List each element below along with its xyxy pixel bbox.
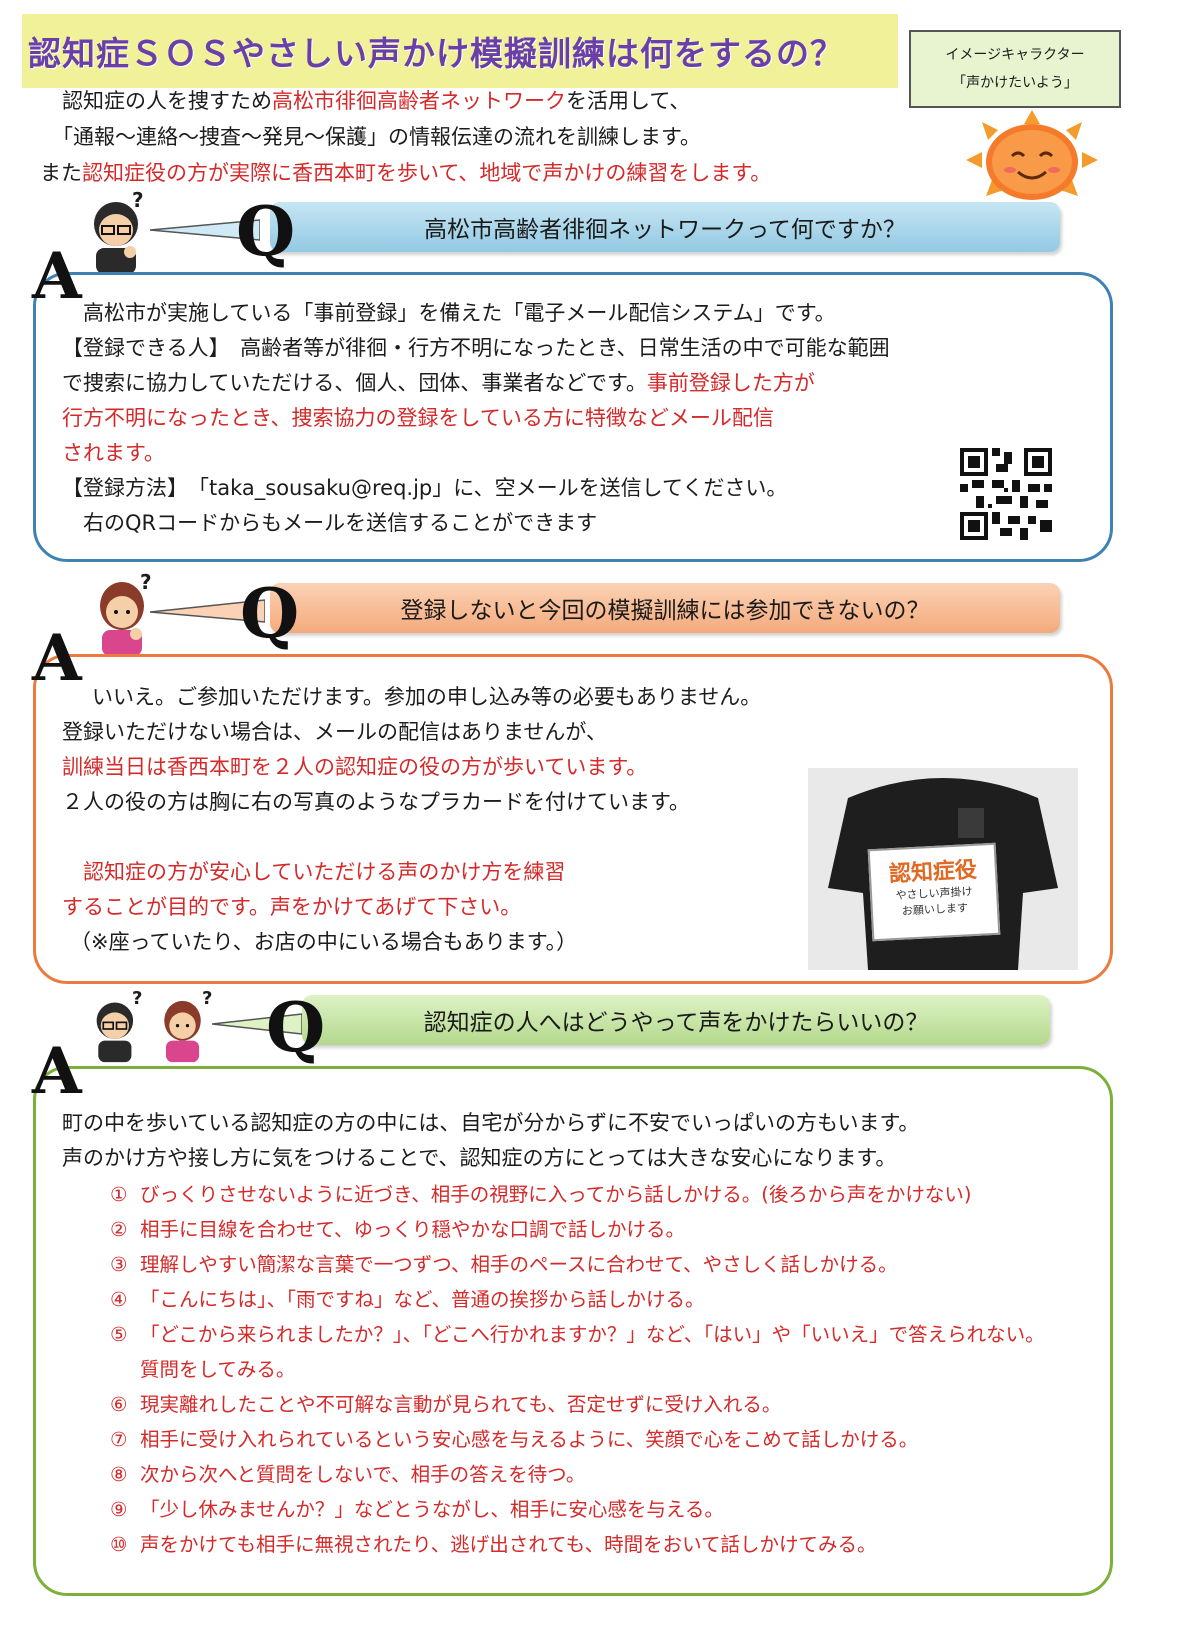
character-box: イメージキャラクター 「声かけたいよう」 bbox=[909, 30, 1121, 108]
q-letter: Q bbox=[240, 574, 300, 654]
tip-item: 質問をしてみる。 bbox=[110, 1355, 1045, 1390]
tip-item: ⑧ 次から次へと質問をしないで、相手の答えを待つ。 bbox=[110, 1460, 1045, 1495]
answer-3-line: 声のかけ方や接し方に気をつけることで、認知症の方にとっては大きな安心になります。 bbox=[62, 1146, 897, 1170]
tip-item: ⑨ 「少し休みませんか？」などとうながし、相手に安心感を与える。 bbox=[110, 1495, 1045, 1530]
intro-red-text: 高松市徘徊高齢者ネットワーク bbox=[272, 89, 566, 113]
title-banner: 認知症ＳＯＳやさしい声かけ模擬訓練は何をするの？ bbox=[22, 14, 898, 88]
a-letter: A bbox=[32, 621, 82, 696]
tip-text: 現実離れしたことや不可解な言動が見られても、否定せずに受け入れる。 bbox=[140, 1393, 782, 1416]
q-letter: Q bbox=[236, 192, 296, 272]
tip-item: ⑩ 声をかけても相手に無視されたり、逃げ出されても、時間をおいて話しかけてみる。 bbox=[110, 1530, 1045, 1565]
tip-text: 相手に目線を合わせて、ゆっくり穏やかな口調で話しかける。 bbox=[140, 1218, 686, 1241]
answer-2-line: することが目的です。声をかけてあげて下さい。 bbox=[62, 895, 522, 919]
speech-pointer bbox=[150, 219, 260, 241]
placard-title: 認知症役 bbox=[888, 857, 978, 888]
question-1-text: 高松市高齢者徘徊ネットワークって何ですか？ bbox=[424, 217, 906, 243]
tip-text: 「少し休みませんか？」などとうながし、相手に安心感を与える。 bbox=[140, 1498, 724, 1521]
tip-text: 相手に受け入れられているという安心感を与えるように、笑顔で心をこめて話しかける。 bbox=[140, 1428, 919, 1451]
question-mark: ? bbox=[132, 188, 144, 212]
qr-instruction-line: 右のQRコードからもメールを送信することができます bbox=[62, 511, 598, 535]
tip-number: ⑦ bbox=[110, 1428, 128, 1451]
question-1-bubble: 高松市高齢者徘徊ネットワークって何ですか？ bbox=[270, 202, 1060, 252]
tips-list: ① びっくりさせないように近づき、相手の視野に入ってから話しかける。(後ろから声を… bbox=[110, 1180, 1045, 1565]
answer-1-line: されます。 bbox=[62, 441, 165, 465]
tip-item: ② 相手に目線を合わせて、ゆっくり穏やかな口調で話しかける。 bbox=[110, 1215, 1045, 1250]
answer-text: で捜索に協力していただける、個人、団体、事業者などです。 bbox=[62, 371, 647, 395]
qr-code-icon[interactable] bbox=[960, 448, 1052, 540]
question-2-bubble: 登録しないと今回の模擬訓練には参加できないの？ bbox=[270, 583, 1060, 633]
answer-3-line: 町の中を歩いている認知症の方の中には、自宅が分からずに不安でいっぱいの方もいます… bbox=[62, 1111, 920, 1135]
page-title: 認知症ＳＯＳやさしい声かけ模擬訓練は何をするの？ bbox=[28, 34, 844, 73]
intro-text: また bbox=[40, 161, 82, 185]
tip-number: ⑧ bbox=[110, 1463, 128, 1486]
speech-pointer bbox=[150, 599, 265, 623]
answer-2-line: ２人の役の方は胸に右の写真のようなプラカードを付けています。 bbox=[62, 790, 690, 814]
a-letter: A bbox=[32, 1034, 82, 1109]
answer-red-text: 事前登録した方が bbox=[646, 371, 815, 395]
answer-1-line: 高松市が実施している「事前登録」を備えた「電子メール配信システム」です。 bbox=[62, 301, 836, 325]
intro-red-text: 認知症役の方が実際に香西本町を歩いて、地域で声かけの練習をします。 bbox=[82, 161, 772, 185]
question-mark: ? bbox=[140, 570, 152, 594]
intro-line-1: 認知症の人を捜すため高松市徘徊高齢者ネットワークを活用して、 bbox=[62, 86, 690, 116]
answer-2-line: 認知症の方が安心していただける声のかけ方を練習 bbox=[62, 860, 566, 884]
answer-2-line: いいえ。ご参加いただけます。参加の申し込み等の必要もありません。 bbox=[92, 685, 762, 709]
tip-number: ⑤ bbox=[110, 1323, 128, 1346]
man-thinking-icon bbox=[94, 202, 138, 274]
tip-item: ① びっくりさせないように近づき、相手の視野に入ってから話しかける。(後ろから声を… bbox=[110, 1180, 1045, 1215]
answer-1-line: 行方不明になったとき、捜索協力の登録をしている方に特徴などメール配信 bbox=[62, 406, 774, 430]
tip-text: 「どこから来られましたか？」、「どこへ行かれますか？」など、「はい」や「いいえ」… bbox=[140, 1323, 1045, 1346]
intro-text: を活用して、 bbox=[566, 89, 691, 113]
question-3-bubble: 認知症の人へはどうやって声をかけたらいいの？ bbox=[302, 995, 1050, 1045]
answer-1-line: 【登録できる人】 高齢者等が徘徊・行方不明になったとき、日常生活の中で可能な範囲 bbox=[62, 336, 890, 360]
tip-item: ③ 理解しやすい簡潔な言葉で一つずつ、相手のペースに合わせて、やさしく話しかける。 bbox=[110, 1250, 1045, 1285]
character-box-label: イメージキャラクター bbox=[945, 47, 1085, 63]
tip-number: ⑩ bbox=[110, 1533, 128, 1556]
tip-number: ③ bbox=[110, 1253, 128, 1276]
a-letter: A bbox=[32, 239, 82, 314]
question-2-text: 登録しないと今回の模擬訓練には参加できないの？ bbox=[400, 598, 930, 624]
answer-2-line: 訓練当日は香西本町を２人の認知症の役の方が歩いています。 bbox=[62, 755, 648, 779]
question-mark: ? bbox=[202, 988, 213, 1009]
q-letter: Q bbox=[266, 988, 326, 1068]
answer-2-line: 登録いただけない場合は、メールの配信はありませんが、 bbox=[62, 720, 607, 744]
tip-item: ④ 「こんにちは」、「雨ですね」など、普通の挨拶から話しかける。 bbox=[110, 1285, 1045, 1320]
tip-number: ① bbox=[110, 1183, 128, 1206]
tip-text: 声をかけても相手に無視されたり、逃げ出されても、時間をおいて話しかけてみる。 bbox=[140, 1533, 877, 1556]
tip-number: ⑥ bbox=[110, 1393, 128, 1416]
tip-number: ② bbox=[110, 1218, 128, 1241]
registration-method-line: 【登録方法】 「taka_sousaku@req.jp」に、空メールを送信してく… bbox=[62, 476, 788, 500]
woman-thinking-icon bbox=[164, 1000, 201, 1063]
man-thinking-icon bbox=[96, 1002, 134, 1063]
tip-text: 質問をしてみる。 bbox=[140, 1358, 296, 1381]
speech-pointer bbox=[212, 1013, 302, 1035]
answer-3-box bbox=[33, 1066, 1113, 1596]
answer-2-line: （※座っていたり、お店の中にいる場合もあります。） bbox=[70, 930, 578, 954]
question-mark: ? bbox=[132, 988, 143, 1009]
placard: 認知症役 やさしい声掛け お願いします bbox=[867, 842, 1001, 942]
tip-text: 次から次へと質問をしないで、相手の答えを待つ。 bbox=[140, 1463, 586, 1486]
intro-text: 認知症の人を捜すため bbox=[62, 89, 272, 113]
tip-number: ⑨ bbox=[110, 1498, 128, 1521]
tip-text: 理解しやすい簡潔な言葉で一つずつ、相手のペースに合わせて、やさしく話しかける。 bbox=[140, 1253, 898, 1276]
placard-photo: 認知症役 やさしい声掛け お願いします bbox=[808, 768, 1078, 970]
intro-line-3: また認知症役の方が実際に香西本町を歩いて、地域で声かけの練習をします。 bbox=[40, 158, 771, 188]
intro-line-2: 「通報～連絡～捜査～発見～保護」の情報伝達の流れを訓練します。 bbox=[52, 125, 701, 149]
answer-1-box bbox=[33, 272, 1113, 562]
tip-number: ④ bbox=[110, 1288, 128, 1311]
woman-thinking-icon bbox=[100, 582, 144, 656]
sun-mascot-icon bbox=[966, 110, 1098, 200]
answer-1-line: で捜索に協力していただける、個人、団体、事業者などです。事前登録した方が bbox=[62, 368, 815, 398]
question-3-text: 認知症の人へはどうやって声をかけたらいいの？ bbox=[423, 1010, 929, 1036]
tip-item: ⑤ 「どこから来られましたか？」、「どこへ行かれますか？」など、「はい」や「いいえ… bbox=[110, 1320, 1045, 1355]
tip-text: びっくりさせないように近づき、相手の視野に入ってから話しかける。(後ろから声をか… bbox=[140, 1183, 972, 1206]
tip-text: 「こんにちは」、「雨ですね」など、普通の挨拶から話しかける。 bbox=[140, 1288, 705, 1311]
character-name: 「声かけたいよう」 bbox=[952, 75, 1078, 91]
tip-item: ⑦ 相手に受け入れられているという安心感を与えるように、笑顔で心をこめて話しかける… bbox=[110, 1425, 1045, 1460]
tip-item: ⑥ 現実離れしたことや不可解な言動が見られても、否定せずに受け入れる。 bbox=[110, 1390, 1045, 1425]
